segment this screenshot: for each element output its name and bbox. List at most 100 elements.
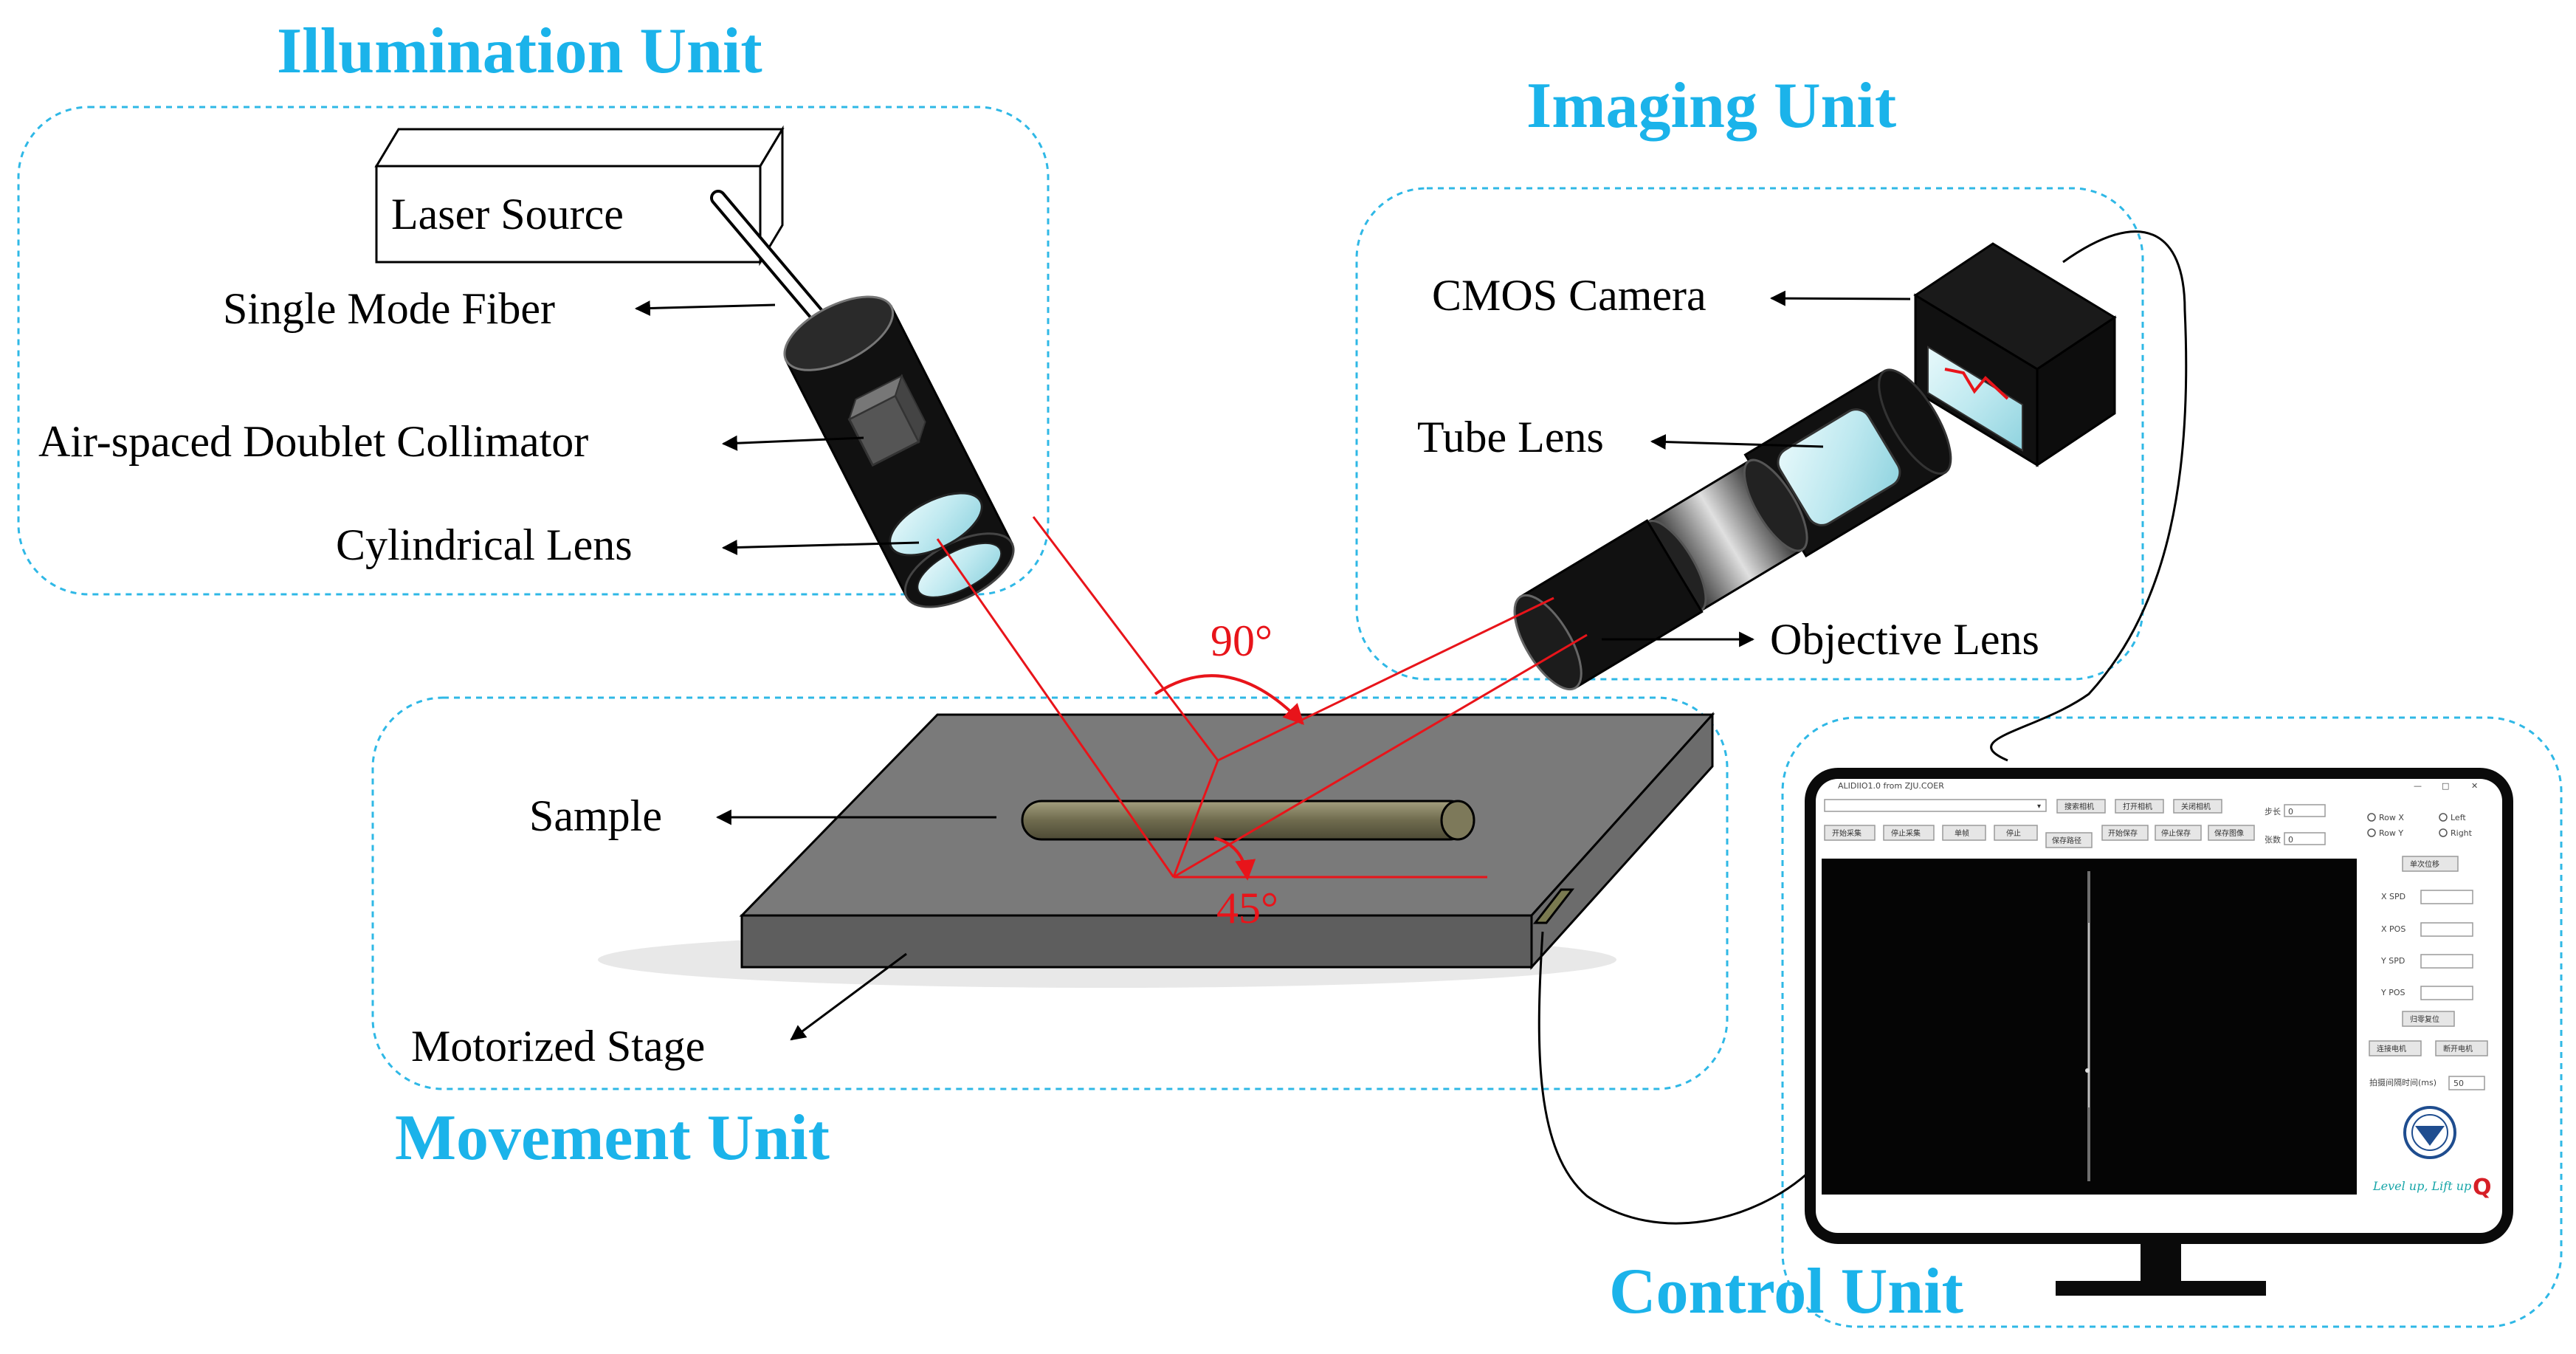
right-radio[interactable] [2439, 828, 2448, 837]
start-capture-button[interactable]: 开始采集 [1824, 825, 1876, 841]
movement-unit-title: Movement Unit [395, 1102, 830, 1174]
laser-beams [936, 516, 1588, 881]
sample-rod [1021, 800, 1475, 841]
software-title: ALIDIIO1.0 from ZJU.COER [1838, 781, 1944, 791]
laser-box-top [374, 128, 785, 168]
x-spd-label: X SPD [2381, 892, 2405, 901]
laser-box-front [375, 165, 762, 264]
objective-lens-label: Objective Lens [1770, 615, 2039, 664]
svg-text:Right: Right [2451, 828, 2473, 838]
collimator-tube [783, 295, 1015, 608]
open-camera-button[interactable]: 打开相机 [2115, 799, 2164, 814]
row-x-radio[interactable] [2367, 813, 2376, 822]
camera-select-chevron-icon: ▾ [2037, 803, 2041, 811]
imaging-tube [1513, 368, 1952, 691]
disconnect-motor-button[interactable]: 断开电机 [2435, 1040, 2488, 1056]
svg-text:关闭相机: 关闭相机 [2181, 802, 2211, 811]
left-radio[interactable] [2439, 813, 2448, 822]
close-camera-button[interactable]: 关闭相机 [2173, 799, 2222, 814]
movement-unit: Movement Unit [371, 696, 1729, 1174]
row-y-radio[interactable] [2367, 828, 2376, 837]
stop-capture-button[interactable]: 停止采集 [1883, 825, 1935, 841]
step-label: 步长 [2265, 807, 2281, 817]
stage-cable [1537, 931, 1808, 1225]
y-spd-input[interactable] [2420, 954, 2473, 969]
monitor-base [2056, 1281, 2266, 1296]
sample-label: Sample [529, 791, 662, 840]
cmos-camera [1913, 242, 2117, 467]
stage-side [1530, 712, 1714, 970]
single-mode-fiber-arrow [634, 300, 776, 316]
svg-text:断开电机: 断开电机 [2443, 1044, 2473, 1054]
svg-text:单帧: 单帧 [1955, 828, 1969, 838]
cylindrical-lens-label: Cylindrical Lens [336, 520, 633, 569]
step-input[interactable] [2284, 804, 2326, 817]
window-minimize-button[interactable]: — [2414, 781, 2422, 791]
tube-lens [1777, 408, 1901, 526]
slogan-text: Level up, Lift up [2372, 1179, 2471, 1193]
imaging-unit: Imaging Unit [1355, 70, 2144, 681]
control-unit: Control Unit [1609, 716, 2563, 1328]
stop-button[interactable]: 停止 [1994, 825, 2038, 841]
stop-save-button[interactable]: 停止保存 [2155, 825, 2202, 841]
svg-text:归零复位: 归零复位 [2410, 1014, 2439, 1024]
svg-text:开始保存: 开始保存 [2108, 828, 2138, 838]
motorized-stage-label: Motorized Stage [411, 1022, 705, 1071]
single-mode-fiber-label: Single Mode Fiber [223, 284, 555, 333]
y-pos-label: Y POS [2380, 988, 2405, 997]
svg-text:保存路径: 保存路径 [2052, 836, 2081, 845]
svg-text:单次位移: 单次位移 [2410, 859, 2439, 869]
step-value: 0 [2288, 807, 2293, 817]
tube-lens-label: Tube Lens [1417, 413, 1604, 461]
cmos-camera-arrow [1769, 290, 1911, 306]
interval-input[interactable] [2448, 1076, 2485, 1090]
objective-lens [1513, 594, 1583, 691]
save-image-button[interactable]: 保存图像 [2208, 825, 2255, 841]
tube-lens-arrow [1650, 434, 1824, 450]
connect-motor-button[interactable]: 连接电机 [2369, 1040, 2422, 1056]
cmos-camera-label: CMOS Camera [1432, 271, 1707, 320]
angle-45-label: 45° [1216, 884, 1278, 932]
illumination-unit-title: Illumination Unit [277, 16, 762, 87]
movement-unit-frame [371, 696, 1729, 1090]
reset-button[interactable]: 归零复位 [2402, 1011, 2455, 1027]
angle-45-arc [1213, 836, 1256, 881]
svg-text:保存图像: 保存图像 [2214, 828, 2244, 838]
count-value: 0 [2288, 835, 2293, 845]
svg-text:Left: Left [2451, 813, 2466, 822]
angle-90-arc [1154, 674, 1304, 726]
svg-text:连接电机: 连接电机 [2377, 1044, 2406, 1054]
count-label: 张数 [2265, 835, 2281, 845]
camera-select[interactable] [1824, 799, 2047, 812]
svg-text:停止: 停止 [2006, 828, 2021, 838]
collimator-arrow [721, 435, 864, 451]
laser-source: Laser Source [374, 125, 785, 267]
interval-label: 拍摄间隔时间(ms) [2369, 1077, 2436, 1087]
save-path-button[interactable]: 保存路径 [2045, 832, 2093, 848]
single-move-button[interactable]: 单次位移 [2402, 856, 2459, 872]
svg-text:Row Y: Row Y [2379, 828, 2403, 838]
y-spd-label: Y SPD [2380, 956, 2405, 966]
y-pos-input[interactable] [2420, 986, 2473, 1000]
count-input[interactable] [2284, 832, 2326, 845]
window-close-button[interactable]: ✕ [2471, 781, 2478, 791]
x-pos-label: X POS [2381, 924, 2405, 934]
svg-text:打开相机: 打开相机 [2123, 802, 2152, 811]
cylindrical-lens-arrow [721, 540, 920, 555]
control-unit-title: Control Unit [1609, 1256, 1963, 1327]
x-pos-input[interactable] [2420, 922, 2473, 937]
svg-text:停止保存: 停止保存 [2161, 828, 2191, 838]
window-maximize-button[interactable]: □ [2442, 781, 2449, 791]
q-logo-icon: Q [2473, 1175, 2492, 1200]
stage-connector [1532, 888, 1575, 924]
begin-save-button[interactable]: 开始保存 [2101, 825, 2149, 841]
single-frame-button[interactable]: 单帧 [1942, 825, 1986, 841]
stage-front [740, 914, 1533, 969]
svg-text:Row X: Row X [2379, 813, 2404, 822]
illumination-unit: Illumination Unit [17, 16, 1050, 596]
search-camera-button[interactable]: 搜索相机 [2056, 799, 2106, 814]
angle-90-label: 90° [1210, 616, 1272, 665]
university-logo [2403, 1106, 2456, 1159]
x-spd-input[interactable] [2420, 890, 2473, 904]
